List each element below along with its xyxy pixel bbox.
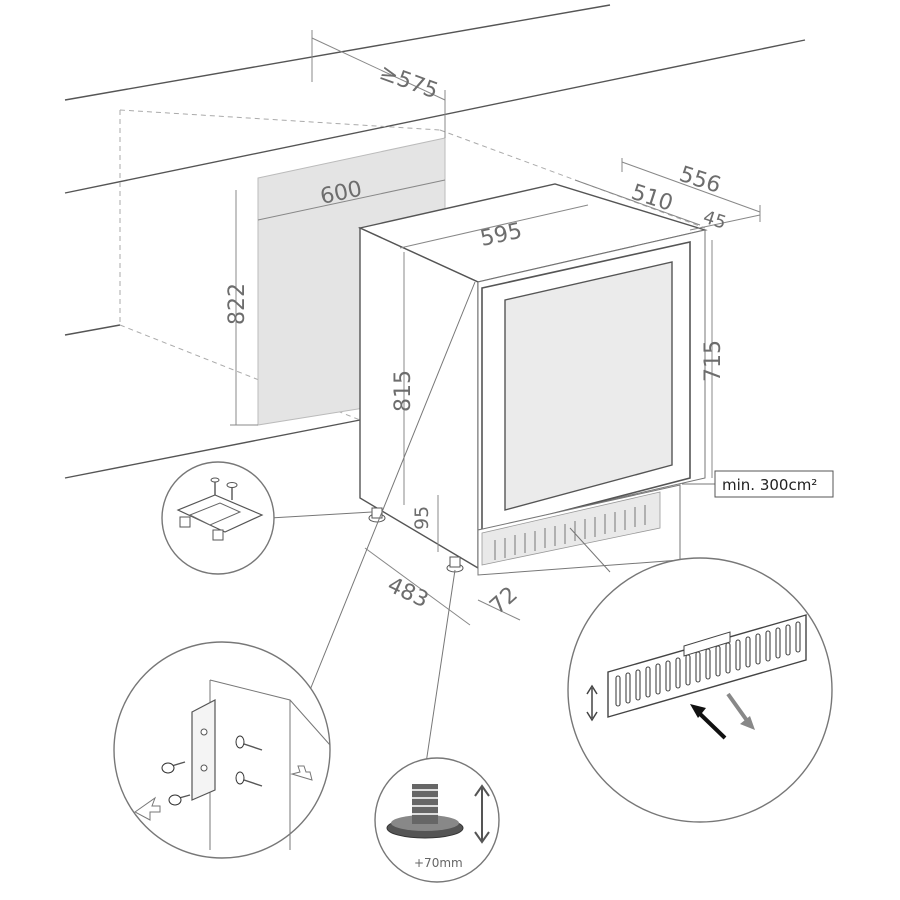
appliance-feet: [368, 507, 464, 573]
ventilation-label: min. 300cm²: [722, 476, 817, 494]
vent-grille-icon: [567, 557, 833, 823]
insert-arrow-icon: [134, 765, 313, 821]
screw-icon-4: [168, 794, 191, 806]
plinth-grille-slots: [494, 505, 646, 560]
plinth-depth-label: 483: [383, 573, 432, 613]
plinth-offset-label: 72: [485, 582, 523, 619]
grille-height-arrow-icon: [586, 684, 598, 722]
unit-height-label: 815: [391, 370, 416, 412]
worktop-outline: [64, 4, 806, 479]
height-adjust-arrow-icon: [474, 784, 490, 844]
ventilation-callout: min. 300cm²: [682, 470, 834, 498]
screw-icon-3: [161, 761, 186, 774]
door-height-dimension: 715: [701, 240, 726, 478]
total-depth-label: 556: [676, 162, 724, 199]
niche-height-dimension: 822: [225, 190, 258, 426]
appliance-door: [481, 241, 691, 534]
unit-height-dimension: 815: [391, 252, 416, 505]
plinth-height-dimension: 95: [411, 495, 439, 552]
screw-icon-2: [235, 771, 263, 787]
foot-adjust-label: +70mm: [414, 856, 463, 870]
plinth-height-label: 95: [411, 506, 433, 530]
screw-icon-1: [235, 735, 263, 751]
niche-height-label: 822: [225, 283, 250, 325]
bracket-detail-icon: [161, 461, 275, 575]
door-height-label: 715: [701, 340, 726, 382]
screw-mount-icon: [113, 641, 331, 859]
niche-depth-dimension: ≥575: [311, 30, 446, 138]
plinth-offset-dimension: 72: [477, 582, 523, 621]
niche-depth-label: ≥575: [376, 60, 441, 104]
adjustable-foot-icon: +70mm: [374, 757, 500, 883]
airflow-arrows-icon: [690, 692, 755, 740]
detail-leader-lines: [269, 281, 611, 771]
